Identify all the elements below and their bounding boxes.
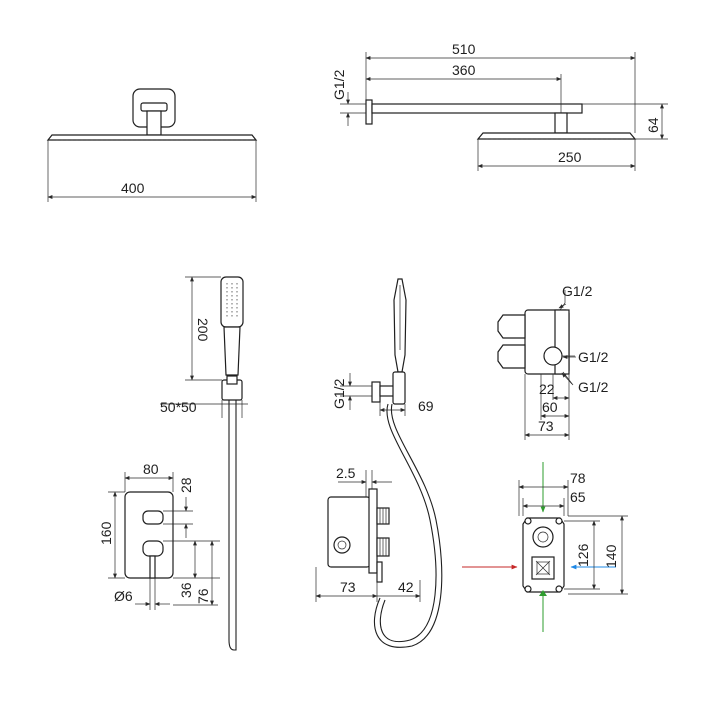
- diverter-knob: [142, 510, 164, 525]
- dim-bracket: 50*50: [160, 399, 197, 415]
- arm-stub: [146, 110, 162, 136]
- valve-body-top-view: G1/2 G1/2 G1/2 22 60 73: [497, 283, 609, 440]
- inlet-port: [333, 536, 351, 554]
- mixer-lever: [142, 540, 164, 557]
- dim-arm-length: 360: [452, 62, 476, 78]
- dim-thread-a: G1/2: [562, 283, 593, 299]
- lever-pin: [149, 555, 156, 579]
- hose: [228, 400, 237, 651]
- mount-hole: [555, 585, 563, 593]
- mount-hole: [524, 517, 532, 525]
- head-side: [476, 132, 637, 140]
- cold-inlet: [543, 346, 563, 366]
- dim-extension: 42: [398, 579, 414, 595]
- dim-head-width: 400: [121, 180, 145, 196]
- holder-side: [392, 371, 406, 405]
- side-section-view: G1/2 69 2.5 73 42: [315, 278, 443, 648]
- cover-plate: [124, 491, 174, 579]
- dim-inner-width: 65: [570, 489, 586, 505]
- dim-plate-width: 80: [143, 461, 159, 477]
- dim-60: 60: [542, 399, 558, 415]
- dim-inner-height: 126: [575, 543, 591, 567]
- spray-nozzles: [226, 283, 238, 318]
- mount-hole: [555, 517, 563, 525]
- wall-plate: [365, 99, 373, 125]
- dim-side-thread: G1/2: [331, 378, 347, 409]
- dim-body-depth: 73: [340, 579, 356, 595]
- cartridge-thread-lower: [379, 538, 387, 556]
- dim-thread-c: G1/2: [578, 379, 609, 395]
- cartridge-thread-upper: [379, 508, 387, 524]
- dim-thread-top: G1/2: [331, 69, 347, 100]
- dim-lever-offset: 28: [178, 477, 194, 493]
- arm-drop: [554, 112, 568, 134]
- dim-pin-diameter: Ø6: [114, 588, 133, 604]
- rain-head-plate: [46, 134, 258, 141]
- dim-76: 76: [195, 588, 211, 604]
- hand-shower-front-view: 200 50*50: [160, 276, 248, 651]
- dim-height: 64: [645, 117, 661, 133]
- dim-36: 36: [178, 582, 194, 598]
- mixer-plate-view: 80 160 28 36 76 Ø6: [98, 461, 220, 610]
- hose-side: [379, 403, 437, 643]
- dim-outer-width: 78: [570, 470, 586, 486]
- wall-connector: [371, 381, 381, 403]
- dim-22: 22: [539, 381, 555, 397]
- rain-head-front-view: 400: [46, 88, 258, 202]
- dim-outer-height: 140: [603, 544, 619, 568]
- dim-thread-b: G1/2: [578, 349, 609, 365]
- upper-outlet: [497, 314, 526, 339]
- diverter-port: [532, 526, 554, 548]
- dim-outlet: 69: [418, 398, 434, 414]
- dim-plate-height: 160: [98, 521, 114, 545]
- dim-73: 73: [538, 418, 554, 434]
- dim-head-side-width: 250: [558, 149, 582, 165]
- lower-outlet: [497, 344, 526, 369]
- wall-line: [368, 488, 378, 574]
- dim-total-length: 510: [452, 41, 476, 57]
- dim-hand-length: 200: [195, 318, 211, 342]
- valve-box: [327, 496, 371, 568]
- shower-arm: [371, 103, 583, 114]
- flange-cap: [140, 102, 168, 112]
- mount-hole: [524, 585, 532, 593]
- hand-shower-handle: [223, 326, 241, 376]
- rain-head-side-view: 510 360 G1/2 64 250: [331, 41, 668, 171]
- valve-front-view: 78 65 126 140: [462, 462, 628, 632]
- dim-wall-offset: 2.5: [336, 465, 356, 481]
